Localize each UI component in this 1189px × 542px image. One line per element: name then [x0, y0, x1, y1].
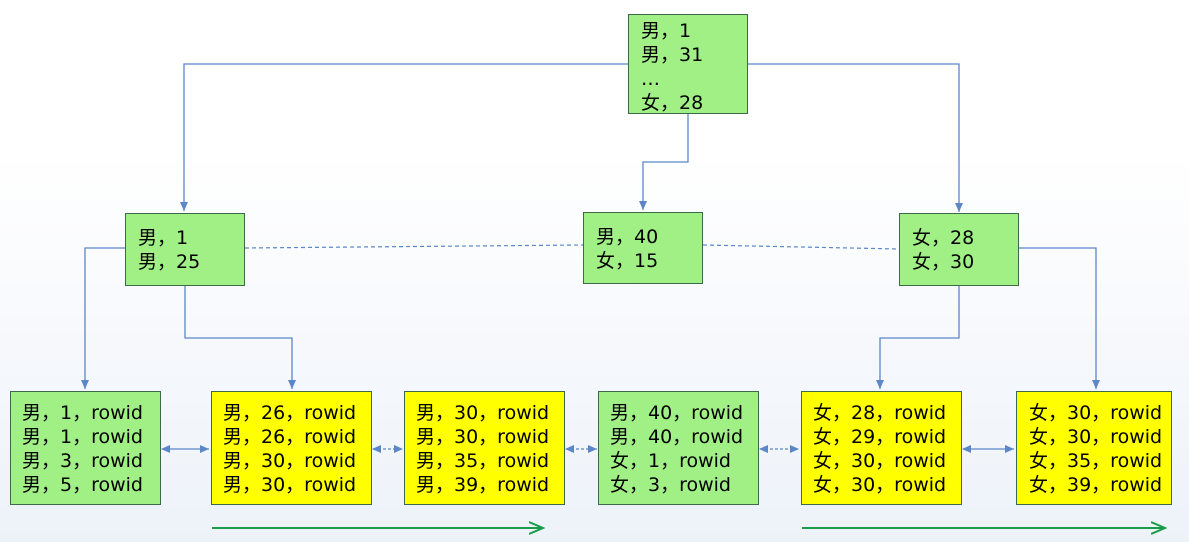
root-entry: 男，1: [641, 20, 692, 42]
branch-2-3-link: [702, 244, 900, 250]
leaf-entry: 女，35，rowid: [1029, 450, 1163, 472]
leaf-entry: 女，39，rowid: [1029, 474, 1163, 496]
root-entry: …: [641, 68, 660, 90]
leaf-entry: 男，1，rowid: [22, 402, 143, 424]
branch-entry: 女，28: [912, 227, 975, 249]
leaf-entry: 男，40，rowid: [610, 402, 744, 424]
leaf-entry: 男，1，rowid: [22, 426, 143, 448]
leaf-entry: 女，3，rowid: [610, 474, 731, 496]
leaf-entry: 男，30，rowid: [416, 402, 550, 424]
branch-1-to-leaf-1-connector: [81, 247, 125, 389]
leaf-entry: 男，39，rowid: [416, 474, 550, 496]
root-node: 男，1 男，31 … 女，28: [628, 14, 748, 114]
leaf-entry: 男，40，rowid: [610, 426, 744, 448]
leaf-entry: 男，5，rowid: [22, 474, 143, 496]
leaf-entry: 女，28，rowid: [813, 402, 947, 424]
root-entry: 男，31: [641, 44, 704, 66]
branch-node-1: 男，1 男，25: [125, 213, 245, 286]
branch-1-to-leaf-2-connector: [184, 286, 296, 389]
root-to-branch-2-connector: [639, 114, 689, 210]
branch-entry: 女，30: [912, 251, 975, 273]
branch-node-2: 男，40 女，15: [583, 212, 703, 284]
leaf-node-2: 男，26，rowid 男，26，rowid 男，30，rowid 男，30，ro…: [211, 391, 372, 505]
leaf-entry: 女，30，rowid: [1029, 426, 1163, 448]
branch-entry: 女，15: [596, 250, 659, 272]
root-entry: 女，28: [641, 92, 704, 114]
root-to-branch-3-connector: [748, 63, 963, 212]
leaf-entry: 男，26，rowid: [223, 402, 357, 424]
branch-1-2-link: [244, 244, 584, 249]
leaf-entry: 女，29，rowid: [813, 426, 947, 448]
leaf-entry: 女，30，rowid: [1029, 402, 1163, 424]
leaf-node-4: 男，40，rowid 男，40，rowid 女，1，rowid 女，3，rowi…: [598, 391, 759, 505]
branch-entry: 男，25: [138, 251, 201, 273]
leaf-entry: 女，1，rowid: [610, 450, 731, 472]
branch-3-to-leaf-5-connector: [876, 286, 960, 389]
leaf-entry: 男，35，rowid: [416, 450, 550, 472]
leaf-entry: 男，30，rowid: [223, 450, 357, 472]
leaf-entry: 女，30，rowid: [813, 450, 947, 472]
leaf-node-5: 女，28，rowid 女，29，rowid 女，30，rowid 女，30，ro…: [801, 391, 962, 505]
leaf-entry: 男，3，rowid: [22, 450, 143, 472]
branch-3-to-leaf-6-connector: [1019, 247, 1100, 389]
leaf-entry: 女，30，rowid: [813, 474, 947, 496]
leaf-node-6: 女，30，rowid 女，30，rowid 女，35，rowid 女，39，ro…: [1016, 391, 1172, 505]
leaf-node-3: 男，30，rowid 男，30，rowid 男，35，rowid 男，39，ro…: [404, 391, 565, 505]
leaf-node-1: 男，1，rowid 男，1，rowid 男，3，rowid 男，5，rowid: [10, 391, 161, 505]
root-to-branch-1-connector: [180, 63, 628, 211]
branch-entry: 男，1: [138, 227, 189, 249]
branch-node-3: 女，28 女，30: [899, 213, 1019, 286]
leaf-entry: 男，26，rowid: [223, 426, 357, 448]
leaf-entry: 男，30，rowid: [223, 474, 357, 496]
branch-entry: 男，40: [596, 226, 659, 248]
leaf-entry: 男，30，rowid: [416, 426, 550, 448]
